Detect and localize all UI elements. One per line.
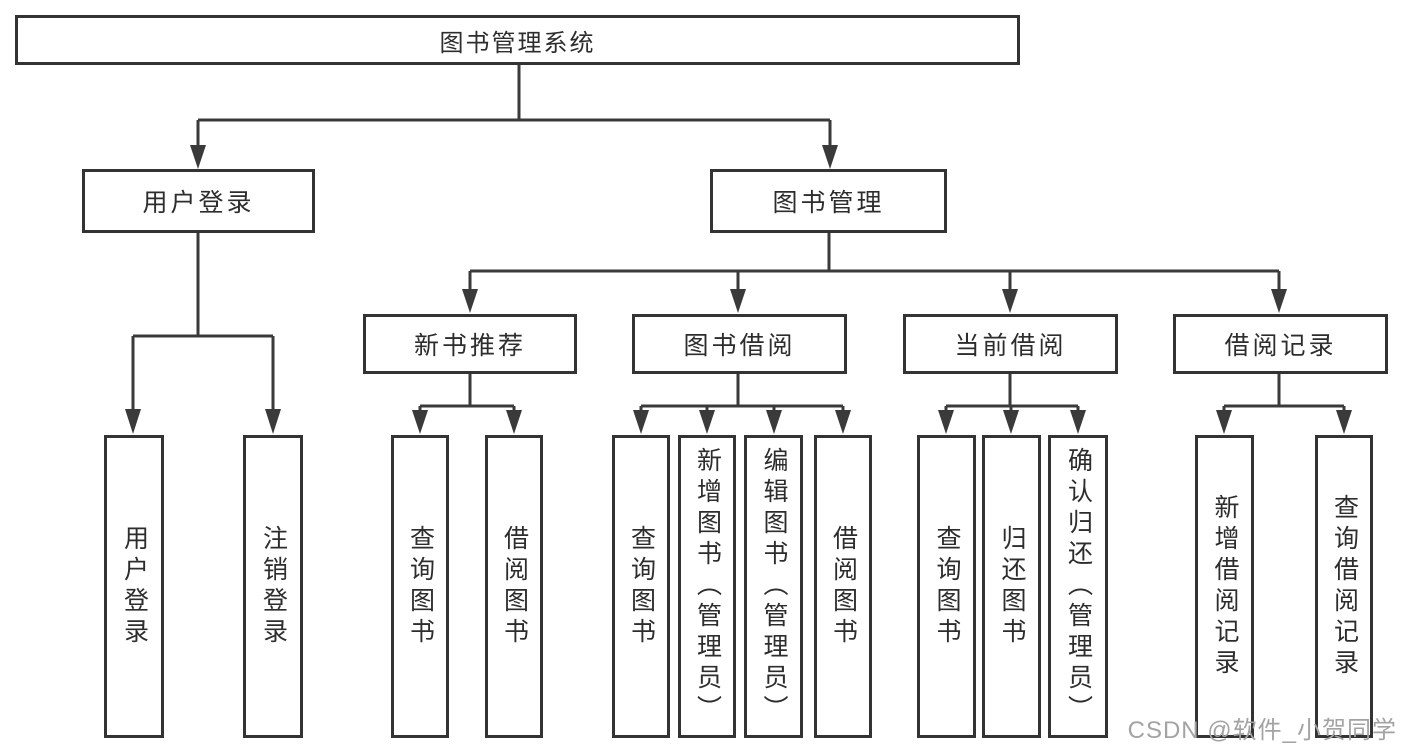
node-root: 图书管理系统 [15,15,1020,65]
leaf-query-books-borrowing: 查询图书 [612,435,670,738]
arrowhead-bb-edit [766,410,782,434]
leaf-edit-book-admin-label: 编辑图书（管理员） [760,447,788,726]
leaf-borrow-books-recommend-label: 借阅图书 [500,524,529,649]
leaf-return-books-label: 归还图书 [998,524,1026,649]
leaf-logout: 注销登录 [243,435,303,738]
leaf-query-books-recommend-label: 查询图书 [406,524,435,649]
arrowhead-nb-query [412,410,428,434]
leaf-borrow-books-recommend: 借阅图书 [485,435,543,738]
node-current-borrowing-label: 当前借阅 [954,332,1067,360]
node-book-management: 图书管理 [710,169,947,233]
node-book-borrowing: 图书借阅 [632,314,847,374]
leaf-add-borrow-record-label: 新增借阅记录 [1211,493,1239,680]
arrowhead-br-query [1336,410,1352,434]
leaf-query-books-current-label: 查询图书 [933,524,961,649]
arrowhead-bb-add [699,410,715,434]
connector-root-to-level2 [190,65,838,169]
connector-new-book-children [412,374,522,434]
leaf-query-borrow-record-label: 查询借阅记录 [1330,493,1359,680]
leaf-confirm-return-admin: 确认归还（管理员） [1048,435,1108,738]
leaf-query-books-current: 查询图书 [917,435,976,738]
arrowhead-cb-query [938,410,954,434]
node-book-borrowing-label: 图书借阅 [683,332,796,360]
arrowhead-br-add [1216,410,1232,434]
arrowhead-bb-borrow [835,410,851,434]
leaf-logout-label: 注销登录 [259,524,288,649]
node-current-borrowing: 当前借阅 [903,314,1118,374]
arrowhead-bb-query [633,410,649,434]
arrowhead-book-borrowing [730,289,746,313]
node-borrowing-records: 借阅记录 [1173,314,1388,374]
leaf-query-books-recommend: 查询图书 [391,435,449,738]
connector-borrowing-records-children [1216,374,1352,434]
leaf-query-books-borrowing-label: 查询图书 [627,524,656,649]
node-new-book-recommendation-label: 新书推荐 [413,332,526,360]
node-borrowing-records-label: 借阅记录 [1224,332,1337,360]
leaf-edit-book-admin: 编辑图书（管理员） [744,435,803,738]
leaf-query-borrow-record: 查询借阅记录 [1315,435,1373,738]
node-user-login: 用户登录 [82,169,315,233]
arrowhead-current-borrowing [1002,289,1018,313]
connector-user-login-children [125,233,281,434]
arrowhead-cb-return [1003,410,1019,434]
leaf-return-books: 归还图书 [982,435,1041,738]
leaf-borrow-books-borrowing-label: 借阅图书 [829,524,858,649]
leaf-borrow-books-borrowing: 借阅图书 [814,435,872,738]
arrowhead-leaf-user-login [125,409,141,434]
node-root-label: 图书管理系统 [439,29,596,57]
node-user-login-label: 用户登录 [142,189,255,217]
arrowhead-book-management [822,145,838,169]
leaf-add-book-admin-label: 新增图书（管理员） [693,447,722,726]
arrowhead-cb-confirm [1070,410,1086,434]
node-book-management-label: 图书管理 [772,189,885,217]
node-new-book-recommendation: 新书推荐 [363,314,577,374]
arrowhead-user-login [190,145,206,169]
leaf-user-login-label: 用户登录 [120,524,149,649]
arrowhead-new-book-recommendation [462,289,478,313]
leaf-add-borrow-record: 新增借阅记录 [1195,435,1254,738]
arrowhead-borrowing-records [1271,289,1287,313]
leaf-add-book-admin: 新增图书（管理员） [678,435,736,738]
arrowhead-nb-borrow [506,410,522,434]
watermark-text: CSDN @软件_小贺同学 [1127,717,1397,744]
leaf-confirm-return-admin-label: 确认归还（管理员） [1064,447,1093,726]
leaf-user-login: 用户登录 [104,435,164,738]
arrowhead-leaf-logout [265,409,281,434]
connector-book-management-children [462,233,1287,313]
connector-book-borrowing-children [633,374,851,434]
connector-current-borrowing-children [938,374,1086,434]
